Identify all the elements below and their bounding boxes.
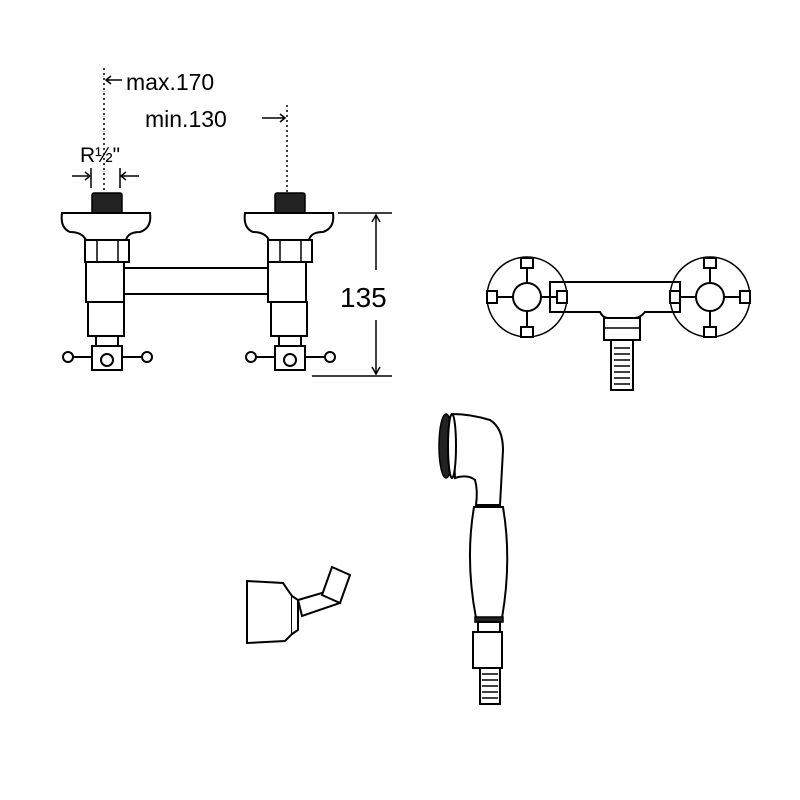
mixer-body xyxy=(119,262,271,300)
mixer-top-view xyxy=(486,256,751,391)
right-handle-top xyxy=(669,256,751,338)
mixer-front-view: max.170 min.130 R½" xyxy=(60,68,392,377)
thread-dimension: R½" xyxy=(72,144,139,188)
left-valve xyxy=(60,192,153,371)
right-valve xyxy=(243,192,336,371)
min-dimension: min.130 xyxy=(145,106,287,132)
height-dimension: 135 xyxy=(312,212,392,377)
height-label: 135 xyxy=(340,282,387,313)
hand-shower xyxy=(438,412,509,705)
wall-holder xyxy=(246,565,352,645)
thread-size-label: R½" xyxy=(80,144,120,167)
max-dimension: max.170 xyxy=(104,69,214,95)
min-spacing-label: min.130 xyxy=(145,106,227,132)
left-handle-top xyxy=(486,256,568,338)
max-spacing-label: max.170 xyxy=(126,69,214,95)
